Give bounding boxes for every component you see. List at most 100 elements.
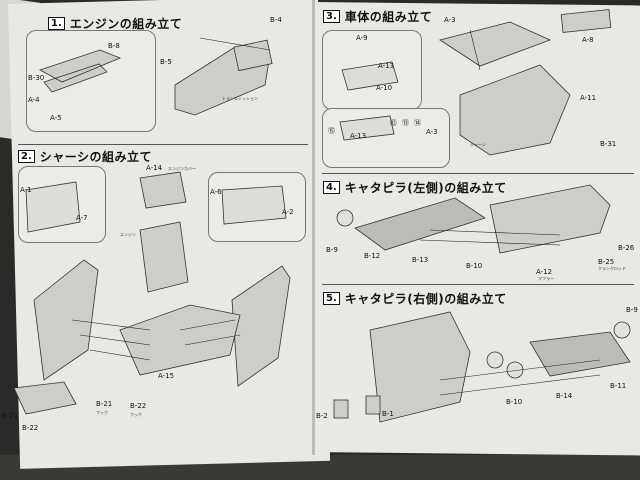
part-label: B-26 [618,244,635,252]
part-label: B-8 [108,42,120,50]
engine-drawing [139,221,189,293]
step-title-text: キャタピラ(右側)の組み立て [344,292,507,306]
left-sprocket [336,209,354,227]
part-label: B-12 [364,252,381,260]
part-label: A-2 [282,208,294,216]
step-4-title: 4. キャタピラ(左側)の組み立て [323,179,507,196]
part-label: A-7 [76,214,88,222]
part-label: B-9 [326,246,338,254]
part-label: B-22 [22,424,39,432]
crank-rod-label: クランクロッド [598,266,626,271]
part-label: B-22 [130,402,147,410]
step-2-detail-box-right [208,172,306,242]
part-label: A-4 [28,96,40,104]
part-label: A-12 [536,268,553,276]
part-label: B-10 [506,398,523,406]
part-label: A-10 [376,84,393,92]
right-hull-drawing [369,311,471,423]
step-number: 3. [323,10,340,23]
parts-a6-a2 [221,185,287,225]
right-wheel-2 [506,361,524,379]
part-label: B-11 [610,382,627,390]
chassis-label: シャーシ [470,142,486,147]
part-label: A-11 [580,94,597,102]
part-label: A-6 [210,188,222,196]
step-title-text: シャーシの組み立て [39,150,153,164]
step-2-title: 2. シャーシの組み立て [18,148,152,165]
part-label: A-15 [158,372,175,380]
leader-line [79,334,151,346]
chassis-right-frame [231,265,291,387]
hook-label: フック [130,412,142,417]
step-1-title: 1. エンジンの組み立て [48,15,182,32]
hook-label: フック [96,410,108,415]
leader-line [184,334,241,346]
muffler-label: マフラー [538,276,554,281]
part-label: B-14 [556,392,573,400]
part-label: A-3 [444,16,456,24]
right-track-drawing [529,331,631,377]
leader-line [199,37,271,51]
callout-number: ⑭ [414,119,421,127]
step-number: 2. [18,150,35,163]
chassis-floor [119,304,241,376]
right-sprocket [613,321,631,339]
part-label: B-21 [2,412,19,420]
step-title-text: キャタピラ(左側)の組み立て [344,181,507,195]
part-label: A-5 [50,114,62,122]
step-5-title: 5. キャタピラ(右側)の組み立て [323,290,507,307]
leader-line [179,319,236,331]
step-title-text: エンジンの組み立て [69,17,183,31]
part-label: B-30 [28,74,45,82]
leader-line [89,349,151,361]
part-label: A-3 [426,128,438,136]
part-label: B-2 [316,412,328,420]
part-label: A-13 [350,132,367,140]
step-number: 5. [323,292,340,305]
engine-assembly-detail [39,49,122,93]
callout-number: ⑫ [390,119,397,127]
step-title-text: 車体の組み立て [344,10,433,24]
part-label: A-14 [146,164,163,172]
right-wheel-1 [486,351,504,369]
part-label: B-4 [270,16,282,24]
part-label: B-31 [600,140,617,148]
leader-line [469,29,481,71]
part-a13-a3-drawing [339,115,395,141]
part-a8-drawing [560,9,612,33]
parts-a1-a7 [25,181,81,233]
part-a9-a13-drawing [341,61,399,91]
part-label: B-9 [626,306,638,314]
transmission-drawing [233,39,273,72]
step-number: 4. [323,181,340,194]
callout-number: ⑬ [402,119,409,127]
transmission-label: トランスミッション [222,96,258,101]
part-label: B-1 [382,410,394,418]
part-label: A-13 [378,62,395,70]
leader-line [71,319,151,331]
leader-line [439,359,601,381]
leader-line [439,374,601,396]
part-label: B-21 [96,400,113,408]
leader-line [419,239,561,246]
part-label: B-13 [412,256,429,264]
step-3-title: 3. 車体の組み立て [323,8,432,25]
step-number: 1. [48,17,65,30]
divider-left [18,144,308,145]
engine-label: エンジン [120,232,136,237]
callout-number: ⑮ [328,127,335,135]
part-b1-drawing [365,395,381,415]
chassis-left-frame [33,259,99,381]
hull-upper-drawing [439,21,552,67]
part-b2-drawing [333,399,349,419]
hull-chassis-drawing [459,64,571,156]
book-spine [312,0,315,455]
hook-part-b21 [13,381,77,415]
divider-right-2 [322,284,634,285]
left-hull-drawing [489,184,611,254]
part-label: A-9 [356,34,368,42]
engine-cover-drawing [139,171,187,209]
leader-line [429,229,561,236]
left-track-drawing [354,197,486,251]
